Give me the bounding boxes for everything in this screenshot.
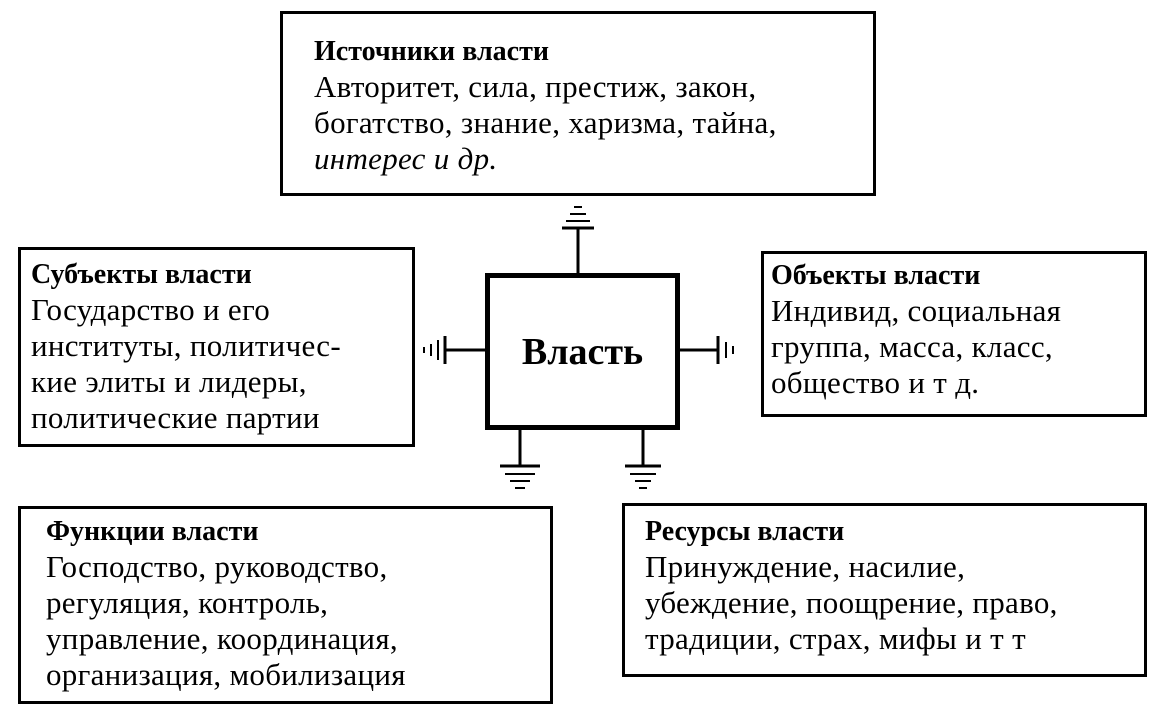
sources-title: Источники власти [314,36,549,67]
center-label: Власть [521,330,644,373]
subjects-line: институты, политичес- [31,328,341,363]
objects-box: Объекты власти Индивид, социальная групп… [761,251,1147,417]
objects-title: Объекты власти [771,260,981,291]
resources-line: традиции, страх, мифы и т т [645,621,1026,656]
connector-bottom-left [500,430,540,489]
sources-line: богатство, знание, харизма, тайна, [314,105,777,140]
functions-line: управление, координация, [46,621,398,656]
subjects-box: Субъекты власти Государство и его инстит… [18,247,415,447]
functions-line: Господство, руководство, [46,549,388,584]
subjects-title: Субъекты власти [31,259,252,290]
connector-right [680,336,734,364]
connector-bottom-right [625,430,661,489]
resources-line: Принуждение, насилие, [645,549,966,584]
functions-line: регуляция, контроль, [46,585,329,620]
center-box: Власть [485,273,680,430]
sources-box: Источники власти Авторитет, сила, прести… [280,11,876,196]
sources-line: Авторитет, сила, престиж, закон, [314,69,757,104]
functions-line: организация, мобилизация [46,657,406,692]
connector-left [423,336,485,364]
connector-top [562,206,594,273]
subjects-line: Государство и его [31,292,271,327]
subjects-line: кие элиты и лидеры, [31,364,307,399]
objects-line: группа, масса, класс, [771,329,1053,364]
resources-line: убеждение, поощрение, право, [645,585,1058,620]
objects-line: общество и т д. [771,365,980,400]
subjects-line: политические партии [31,400,320,435]
functions-box: Функции власти Господство, руководство, … [18,506,553,704]
resources-title: Ресурсы власти [645,516,845,547]
objects-line: Индивид, социальная [771,293,1062,328]
functions-title: Функции власти [46,516,259,547]
sources-line-last: интерес и др. [314,141,498,176]
resources-box: Ресурсы власти Принуждение, насилие, убе… [622,503,1147,677]
